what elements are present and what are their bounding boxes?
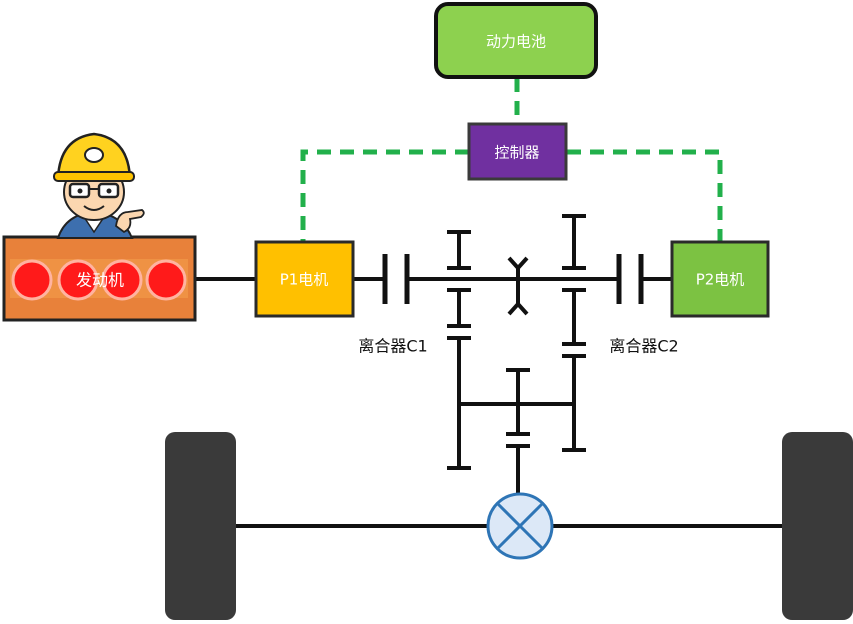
engine-cylinder <box>57 259 99 301</box>
right-wheel <box>782 432 853 620</box>
p2-motor-box <box>670 240 770 318</box>
differential-cross-b <box>496 502 544 550</box>
mascot-eye <box>77 188 83 194</box>
p2-motor-label: P2电机 <box>696 271 745 289</box>
engine-cylinder <box>145 259 187 301</box>
mascot-helmet-brim <box>53 171 135 182</box>
p1-motor-box <box>254 240 355 318</box>
clutch-c1 <box>382 254 410 304</box>
mascot-eye <box>106 188 112 194</box>
engine-cylinders <box>11 259 187 301</box>
engine-cylinder <box>101 259 143 301</box>
controller-p2-link <box>567 149 723 242</box>
control-links <box>300 78 723 242</box>
controller: 控制器 <box>467 122 568 181</box>
battery-label: 动力电池 <box>486 33 546 51</box>
differential-icon <box>486 492 554 560</box>
clutch-c2-label: 离合器C2 <box>609 337 678 356</box>
controller-label: 控制器 <box>494 144 539 162</box>
synchronizer-sleeve-top <box>507 256 529 271</box>
p1-motor-label: P1电机 <box>280 271 329 289</box>
p2-motor: P2电机 <box>670 240 770 318</box>
engine-cylinder <box>11 259 53 301</box>
engine: 发动机 <box>2 235 197 322</box>
clutch-c1-label: 离合器C1 <box>358 337 427 356</box>
battery-box <box>434 2 598 79</box>
worker-mascot-icon <box>53 132 145 239</box>
mascot-mouth <box>83 205 105 211</box>
mascot-hand <box>115 209 145 234</box>
clutch-c2 <box>616 254 644 304</box>
gearbox <box>447 214 586 496</box>
battery: 动力电池 <box>434 2 598 79</box>
mascot-helmet-lamp <box>84 147 104 163</box>
engine-label: 发动机 <box>76 271 124 290</box>
left-wheel <box>165 432 236 620</box>
controller-box <box>467 122 568 181</box>
controller-p1-link <box>300 149 469 242</box>
synchronizer-sleeve-bottom <box>507 301 529 316</box>
p1-motor: P1电机 <box>254 240 355 318</box>
